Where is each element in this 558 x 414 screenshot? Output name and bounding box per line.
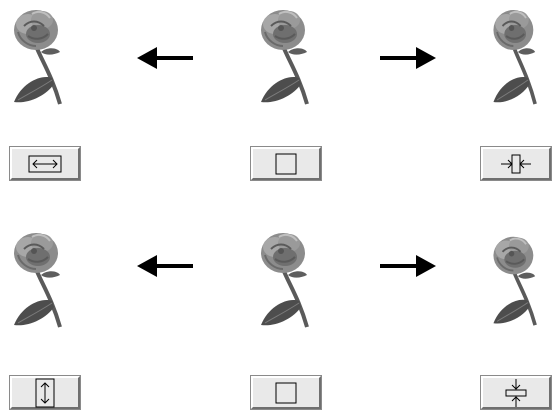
shrink-vertical-button[interactable] [480,375,552,410]
rose-image-row2-center [255,229,319,329]
arrow-right-icon [380,255,436,277]
arrow-right-icon [380,47,436,69]
original-size-button[interactable] [250,146,322,181]
stretch-horizontal-button[interactable] [9,146,81,181]
arrow-left-icon [137,47,193,69]
shrink-horizontal-icon [499,153,533,175]
rose-image-row1-left [8,6,72,106]
original-size-button[interactable] [250,375,322,410]
rose-image-row1-center [255,6,319,106]
shrink-vertical-icon [504,378,528,408]
stretch-vertical-button[interactable] [9,375,81,410]
rose-image-row2-right [488,233,552,333]
arrow-left-icon [137,255,193,277]
shrink-horizontal-button[interactable] [480,146,552,181]
rose-image-row1-right [488,6,552,106]
stretch-vertical-icon [35,378,55,408]
square-icon [275,153,297,175]
rose-image-row2-left [8,229,72,329]
square-icon [275,382,297,404]
stretch-horizontal-icon [28,155,62,173]
